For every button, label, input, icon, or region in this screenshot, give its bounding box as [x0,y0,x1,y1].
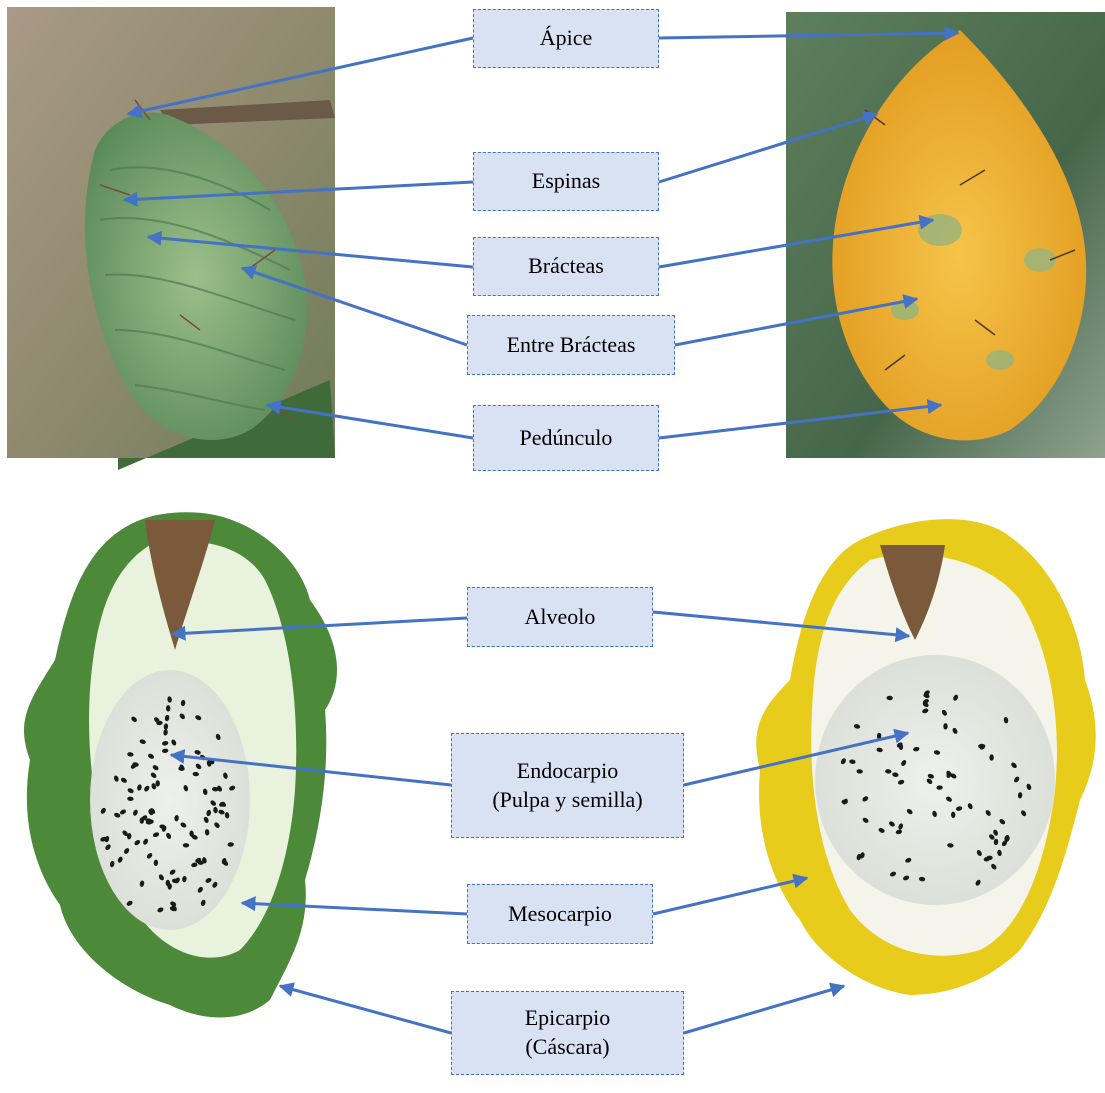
label-bracteas: Brácteas [473,237,659,296]
seed [183,843,189,847]
label-epicarpio: Epicarpio (Cáscara) [451,991,684,1075]
seed [943,723,947,729]
label-pedunculo: Pedúnculo [473,405,659,471]
label-mesocarpio-text: Mesocarpio [508,900,612,929]
label-epicarpio-line2: (Cáscara) [525,1033,609,1062]
label-alveolo: Alveolo [467,587,653,647]
yellow-fruit-photo [786,12,1105,458]
label-pedunculo-text: Pedúnculo [520,424,613,453]
label-mesocarpio: Mesocarpio [467,884,653,944]
arrow-epicarpio-right [684,986,844,1033]
label-entre-bracteas: Entre Brácteas [467,315,675,375]
label-apice: Ápice [473,9,659,68]
label-espinas-text: Espinas [532,167,600,196]
label-endocarpio-line2: (Pulpa y semilla) [492,786,642,815]
arrow-mesocarpio-right [653,878,807,914]
label-endocarpio: Endocarpio (Pulpa y semilla) [451,733,684,838]
label-endocarpio-line1: Endocarpio [517,757,618,786]
label-apice-text: Ápice [540,24,593,53]
label-bracteas-text: Brácteas [528,252,604,281]
label-espinas: Espinas [473,152,659,211]
arrow-epicarpio-left [280,986,451,1033]
label-alveolo-text: Alveolo [525,603,596,632]
seed [166,705,170,711]
seed [155,780,159,786]
label-entre-bracteas-text: Entre Brácteas [507,331,636,360]
label-epicarpio-line1: Epicarpio [525,1004,611,1033]
